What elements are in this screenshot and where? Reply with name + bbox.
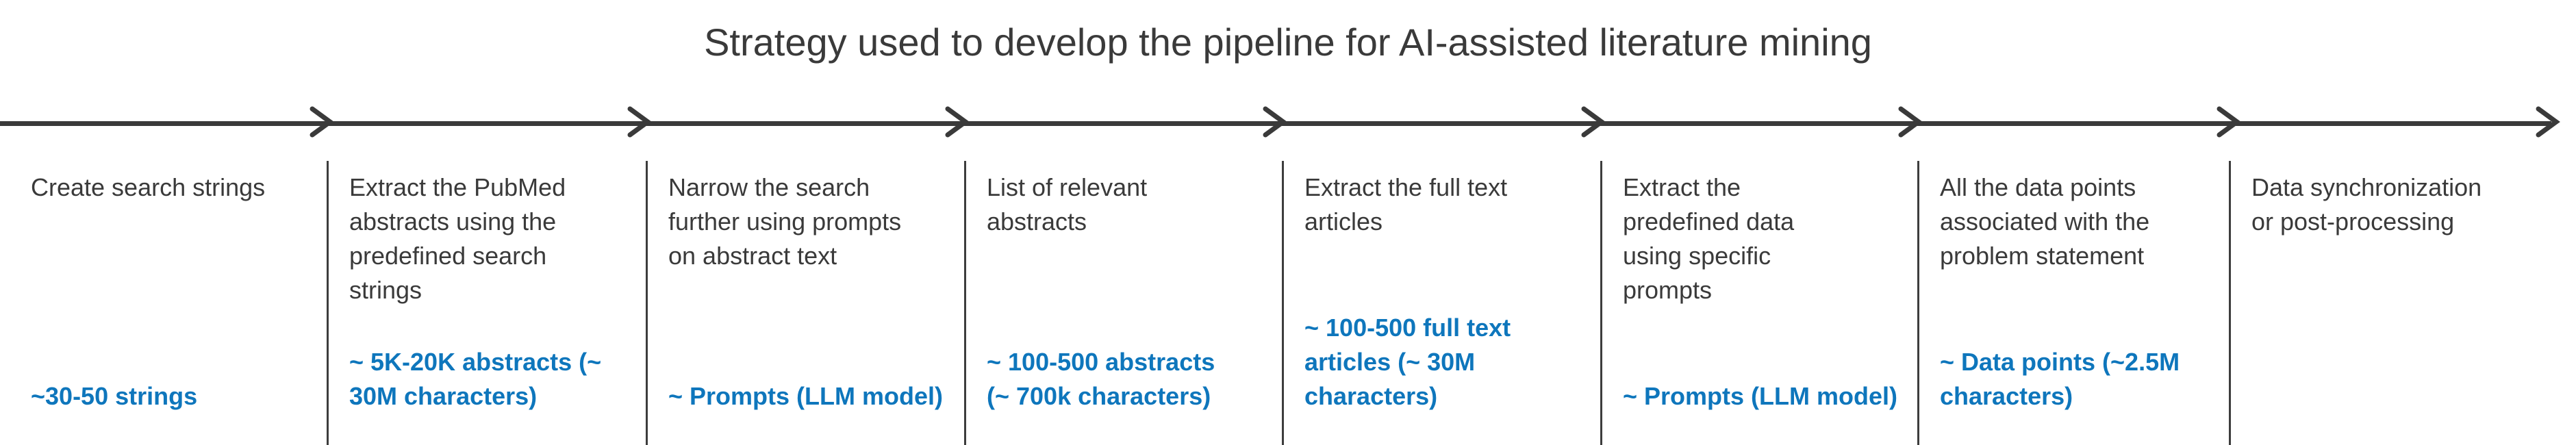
stage-label: Data synchronization or post-processing bbox=[2251, 173, 2482, 236]
stage-label: Extract the predefined data using specif… bbox=[1623, 173, 1795, 304]
pipeline-stages: Create search strings ~30-50 strings Ext… bbox=[0, 161, 2576, 445]
stage-label: Extract the PubMed abstracts using the p… bbox=[349, 173, 566, 304]
stage-label: All the data points associated with the … bbox=[1940, 173, 2150, 270]
stage-label: Create search strings bbox=[31, 173, 266, 201]
stage-annotation: ~ Data points (~2.5M characters) bbox=[1940, 348, 2180, 410]
stage-column-1: Create search strings ~30-50 strings bbox=[0, 161, 327, 445]
stage-column-7: All the data points associated with the … bbox=[1917, 161, 2229, 445]
stage-annotation: ~ 100-500 abstracts (~ 700k characters) bbox=[987, 348, 1215, 410]
arrowhead-icon bbox=[310, 106, 334, 138]
stage-column-6: Extract the predefined data using specif… bbox=[1600, 161, 1917, 445]
page-title: Strategy used to develop the pipeline fo… bbox=[704, 21, 1872, 64]
arrowhead-icon bbox=[1898, 106, 1923, 138]
arrowhead-icon bbox=[2217, 106, 2241, 138]
stage-annotation: ~30-50 strings bbox=[31, 382, 198, 410]
stage-column-8: Data synchronization or post-processing bbox=[2229, 161, 2576, 445]
stage-column-2: Extract the PubMed abstracts using the p… bbox=[327, 161, 646, 445]
stage-column-4: List of relevant abstracts ~ 100-500 abs… bbox=[964, 161, 1282, 445]
arrowhead-icon bbox=[1263, 106, 1287, 138]
stage-label: Narrow the search further using prompts … bbox=[668, 173, 902, 270]
stage-label: List of relevant abstracts bbox=[987, 173, 1148, 236]
stage-column-5: Extract the full text articles ~ 100-500… bbox=[1282, 161, 1600, 445]
arrowhead-icon bbox=[2536, 106, 2560, 138]
stage-annotation: ~ 5K-20K abstracts (~ 30M characters) bbox=[349, 348, 602, 410]
timeline-line bbox=[0, 121, 2551, 126]
pipeline-timeline bbox=[0, 96, 2576, 151]
stage-column-3: Narrow the search further using prompts … bbox=[646, 161, 964, 445]
stage-label: Extract the full text articles bbox=[1304, 173, 1508, 236]
stage-annotation: ~ Prompts (LLM model) bbox=[668, 382, 944, 410]
stage-annotation: ~ 100-500 full text articles (~ 30M char… bbox=[1304, 314, 1511, 410]
stage-annotation: ~ Prompts (LLM model) bbox=[1623, 382, 1898, 410]
arrowhead-icon bbox=[1581, 106, 1606, 138]
arrowhead-icon bbox=[627, 106, 652, 138]
arrowhead-icon bbox=[945, 106, 970, 138]
